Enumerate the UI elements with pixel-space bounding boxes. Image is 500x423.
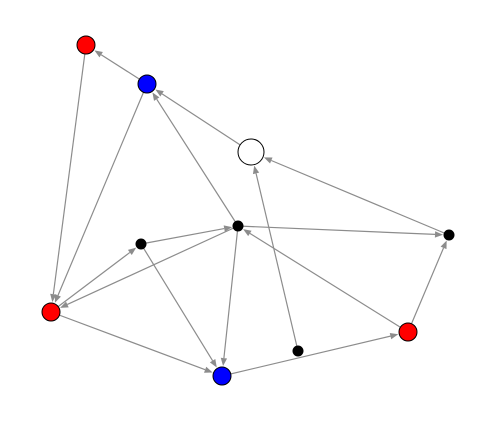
arrow-head [209, 358, 217, 368]
edge-line [249, 232, 409, 333]
arrow-head [389, 333, 399, 340]
edge-line [221, 335, 391, 377]
edge-black-center-to-blue-top [152, 92, 239, 227]
edge-black-left-to-blue-bottom [140, 243, 217, 368]
arrow-head [434, 231, 444, 238]
edge-line [223, 225, 239, 359]
edge-line [156, 98, 239, 227]
edge-black-center-to-blue-bottom [220, 225, 239, 367]
node-black-left [135, 238, 147, 250]
node-black-bottom [292, 345, 304, 357]
edge-line [57, 83, 148, 296]
node-red-right [398, 322, 418, 342]
edge-red-left-to-blue-bottom [50, 311, 213, 373]
node-blue-top [137, 74, 157, 94]
node-black-center [232, 220, 244, 232]
edge-line [255, 173, 299, 352]
arrow-head [204, 366, 213, 373]
edge-line [161, 93, 252, 153]
nodes-layer [41, 35, 455, 386]
node-white-hub [237, 138, 265, 166]
arrow-head [60, 301, 69, 308]
arrow-head [54, 294, 61, 303]
arrow-head [243, 229, 252, 237]
edge-line [52, 44, 87, 295]
arrow-head [152, 92, 160, 101]
arrow-head [220, 357, 228, 367]
arrow-head [155, 89, 164, 97]
edge-line [271, 159, 450, 236]
node-red-left [41, 302, 61, 322]
node-blue-bottom [212, 366, 232, 386]
edge-line [140, 227, 225, 245]
edge-black-center-to-black-right [237, 225, 444, 238]
arrow-head [223, 225, 233, 232]
node-black-right [443, 229, 455, 241]
edge-black-right-to-white-hub [263, 157, 450, 236]
arrow-head [94, 50, 103, 58]
edge-line [50, 251, 131, 313]
edge-line [50, 311, 206, 371]
edge-line [140, 243, 214, 361]
arrow-head [50, 293, 57, 303]
edge-black-bottom-to-white-hub [252, 165, 299, 352]
edge-line [237, 225, 436, 236]
arrow-head [252, 165, 260, 175]
edge-line [407, 247, 445, 333]
edge-white-hub-to-blue-top [155, 89, 252, 153]
arrow-head [263, 157, 273, 164]
edge-red-right-to-black-center [243, 229, 409, 333]
arrow-head [127, 247, 137, 255]
edge-black-left-to-black-center [140, 225, 233, 245]
edges-layer [50, 44, 450, 377]
arrow-head [440, 240, 447, 250]
edge-line [67, 225, 239, 306]
edge-red-top-left-to-red-left [50, 44, 87, 303]
edge-blue-top-to-red-left [54, 83, 148, 303]
edge-red-left-to-black-left [50, 247, 137, 313]
node-red-top-left [76, 35, 96, 55]
edge-black-center-to-red-left [60, 225, 239, 308]
edge-blue-bottom-to-red-right [221, 333, 399, 377]
edge-red-right-to-black-right [407, 240, 447, 333]
